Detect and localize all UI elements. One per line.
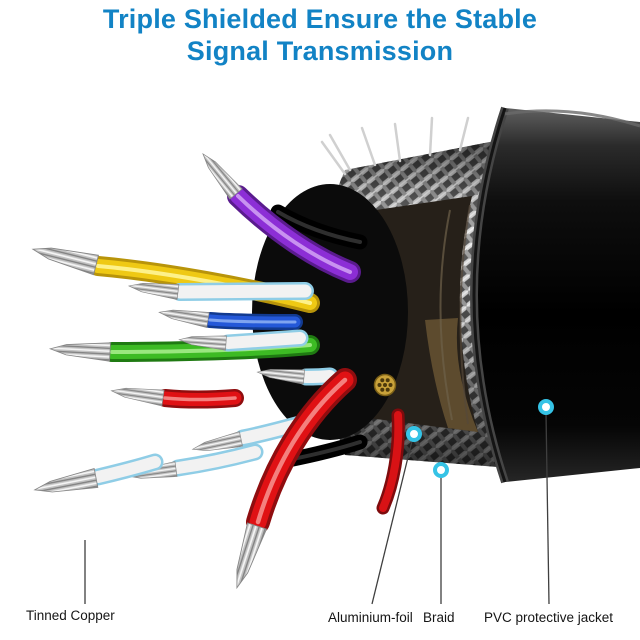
wire-purple bbox=[196, 148, 361, 283]
tinned-copper-tip bbox=[32, 468, 99, 500]
tinned-copper-tip bbox=[110, 382, 165, 407]
tinned-copper-tip bbox=[157, 304, 210, 328]
wire-blue bbox=[157, 304, 303, 330]
wire-white-5 bbox=[125, 443, 264, 484]
frayed-braid-strands bbox=[320, 116, 470, 176]
title-line-1: Triple Shielded Ensure the Stable bbox=[102, 4, 538, 34]
callout-dot-braid bbox=[433, 462, 449, 478]
leader-line-pvc-jacket bbox=[545, 412, 550, 605]
wire-white-6 bbox=[32, 453, 164, 500]
label-tinned-copper: Tinned Copper bbox=[26, 608, 115, 623]
title-line-2: Signal Transmission bbox=[186, 36, 454, 66]
inner-red-wire bbox=[376, 408, 405, 515]
tinned-copper-tip bbox=[49, 339, 111, 362]
callout-dots bbox=[406, 399, 554, 478]
drain-wire bbox=[373, 373, 397, 397]
tinned-copper-tip bbox=[30, 239, 99, 276]
tinned-copper-tip bbox=[196, 148, 243, 200]
leader-line-aluminium-foil bbox=[371, 440, 413, 605]
callout-dot-pvc-jacket bbox=[538, 399, 554, 415]
label-pvc-jacket: PVC protective jacket bbox=[484, 610, 614, 625]
label-braid: Braid bbox=[423, 610, 455, 625]
wire-white-1 bbox=[127, 278, 314, 301]
wire-white-2 bbox=[178, 329, 309, 352]
callout-lines bbox=[84, 412, 550, 605]
wire-red-small bbox=[110, 382, 244, 409]
tinned-copper-tip bbox=[226, 522, 267, 592]
label-aluminium-foil: Aluminium-foil bbox=[328, 610, 413, 625]
callout-dot-aluminium-foil bbox=[406, 426, 422, 442]
pvc-jacket bbox=[470, 106, 640, 484]
wire-red-large bbox=[226, 368, 357, 592]
wire-white-3 bbox=[256, 364, 339, 386]
